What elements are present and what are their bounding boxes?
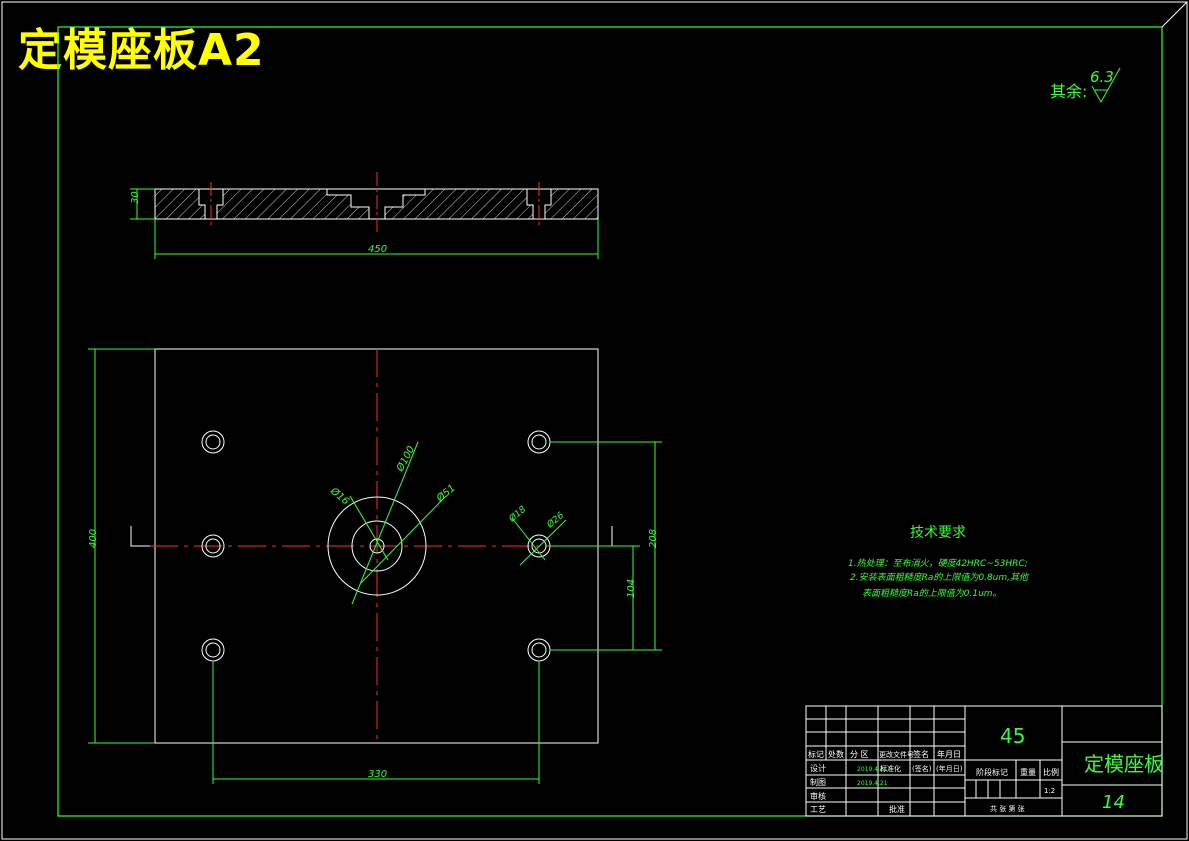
- tb-label-date: 年月日: [937, 749, 961, 759]
- tb-drafter-date: 2019.4.21: [857, 780, 888, 787]
- tech-line-3: 表面粗糙度Ra的上限值为0.1um。: [862, 589, 1002, 599]
- locating-ring-bore: [327, 496, 427, 596]
- dim-section-thickness: 30: [130, 191, 141, 204]
- tb-approve-label: 批准: [889, 804, 905, 814]
- tb-drawing-number: 14: [1102, 792, 1125, 813]
- tb-standardize-label: 标准化: [880, 764, 901, 773]
- roughness-symbol: [1091, 67, 1121, 104]
- dim-section-width: 450: [368, 244, 387, 255]
- tb-stage-label: 阶段标记: [976, 767, 1008, 777]
- dim-dia-16: Ø16: [327, 484, 351, 507]
- tb-date-label: (年月日): [936, 764, 963, 773]
- tb-material: 45: [1000, 724, 1025, 748]
- tb-scale-value: 1:2: [1044, 787, 1055, 795]
- tb-label-sign: 签名: [913, 749, 929, 759]
- dim-plan-height: 400: [88, 529, 99, 548]
- tb-label-zone: 分 区: [850, 750, 869, 759]
- tb-process-label: 工艺: [810, 805, 826, 814]
- dim-dia-100: Ø100: [394, 444, 418, 474]
- tb-sign-label: (签名): [912, 764, 932, 773]
- plan-view: Ø100 Ø51 Ø16 Ø18 Ø26 400 330 208 104: [88, 348, 662, 784]
- title-block-text: 标记 处数 分 区 更改文件号 签名 年月日 设计 2019.4.21 标准化 …: [808, 749, 1059, 814]
- tb-label-count: 处数: [828, 749, 844, 759]
- dim-upper-offset: 208: [648, 529, 659, 548]
- dim-middle-offset: 104: [626, 579, 637, 598]
- tb-designer-date: 2019.4.21: [857, 766, 888, 773]
- corner-mark: [1161, 1, 1188, 28]
- tb-scale-label: 比例: [1043, 767, 1059, 777]
- roughness-note: 其余:: [1050, 78, 1087, 102]
- tb-review-label: 审核: [810, 791, 826, 801]
- inner-border: [57, 26, 1163, 817]
- tech-line-1: 1.热处理：至布消火，硬度42HRC~53HRC;: [848, 559, 1028, 569]
- tb-weight-label: 重量: [1020, 767, 1036, 777]
- dim-dia-51: Ø51: [433, 482, 457, 505]
- tech-heading: 技术要求: [910, 525, 966, 541]
- tb-part-name: 定模座板: [1084, 752, 1164, 776]
- dim-hole-spacing-x: 330: [368, 769, 387, 780]
- dim-dia-hole-small: Ø18: [506, 504, 528, 525]
- section-view: 30 450: [130, 172, 599, 259]
- tb-sheet-info: 共 张 第 张: [990, 804, 1025, 813]
- tb-designer-label: 设计: [810, 763, 826, 773]
- tb-label-change: 更改文件号: [879, 750, 914, 759]
- title-block: [805, 705, 1163, 817]
- drawing-title: 定模座板A2: [18, 25, 265, 76]
- roughness-value: 6.3: [1090, 68, 1114, 86]
- tb-drafter-label: 制图: [810, 777, 826, 787]
- tb-label-mark: 标记: [808, 749, 824, 759]
- dim-dia-hole-large: Ø26: [544, 510, 566, 531]
- tech-line-2: 2.安装表面粗糙度Ra的上限值为0.8um,其他: [850, 573, 1029, 583]
- roughness-label: 其余:: [1050, 82, 1088, 101]
